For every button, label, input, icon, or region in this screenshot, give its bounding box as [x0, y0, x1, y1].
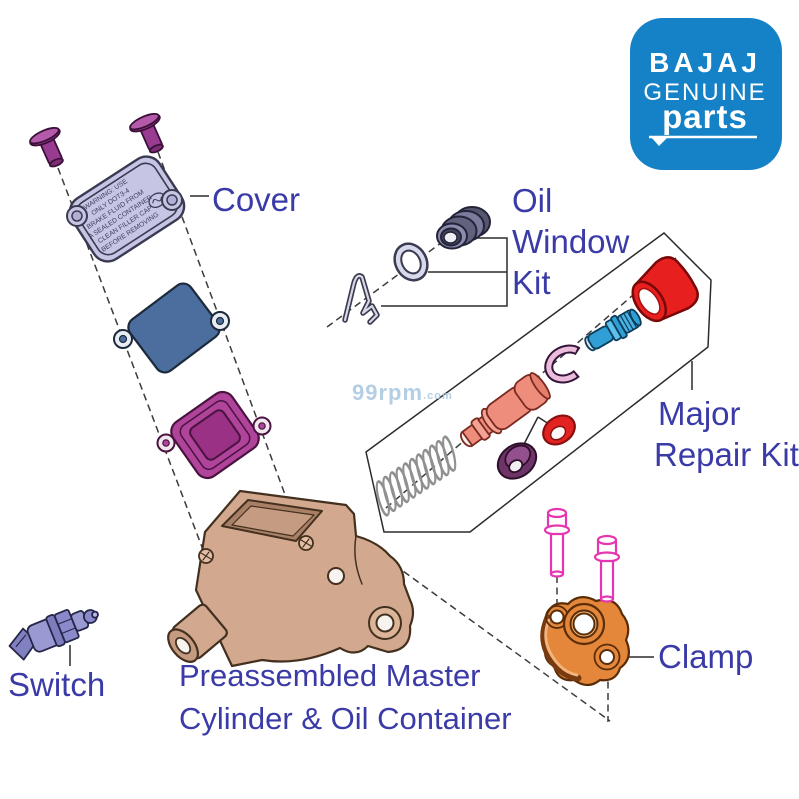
clamp-hole-left — [549, 609, 565, 625]
watermark: 99rpm.com — [352, 380, 453, 405]
master-cylinder — [167, 489, 415, 668]
label-clamp: Clamp — [658, 638, 753, 675]
clamp — [540, 596, 631, 687]
pivot-hole — [375, 613, 395, 633]
clamp-saddle-groove — [540, 614, 582, 682]
clamp-saddle-highlight — [544, 618, 579, 677]
part-labels: Cover Oil Window Kit Major Repair Kit Sw… — [8, 181, 799, 736]
label-kit: Kit — [512, 264, 551, 301]
logo-background — [630, 18, 782, 170]
label-switch: Switch — [8, 666, 105, 703]
cover-screw-left — [29, 126, 64, 168]
clamp-bolt-left — [543, 507, 571, 578]
label-major: Major — [658, 395, 741, 432]
label-master-line1: Preassembled Master — [179, 658, 481, 693]
clamp-mount-axis-diag — [384, 557, 611, 722]
bleed-bolt — [584, 308, 642, 352]
piston — [459, 372, 551, 448]
diaphragm — [156, 390, 272, 480]
reservoir-floor — [231, 505, 315, 537]
window-washer — [393, 242, 429, 282]
switch — [8, 609, 99, 661]
logo-brand: BAJAJ — [649, 47, 761, 78]
arm-contour — [354, 535, 363, 585]
bajaj-logo: BAJAJ GENUINE parts — [630, 18, 782, 170]
arm-hole — [327, 567, 345, 585]
logo-genuine: GENUINE — [643, 79, 766, 106]
screw-axis-right — [157, 151, 301, 536]
cover-holes — [66, 189, 183, 227]
plate — [113, 282, 230, 374]
clamp-boss-hole — [572, 612, 596, 636]
boot — [631, 256, 699, 323]
seal-ring — [542, 414, 576, 446]
clamp-hole-right — [599, 649, 615, 665]
oil-window-grommet — [436, 206, 491, 250]
retainer-clip — [342, 273, 380, 325]
cover-emblem-glyph — [152, 196, 162, 204]
label-master-line2: Cylinder & Oil Container — [179, 701, 512, 736]
logo-arrow-icon — [651, 137, 668, 146]
clamp-bolt-right — [593, 534, 621, 603]
outlet-tube — [167, 603, 228, 663]
label-window: Window — [512, 223, 630, 260]
label-oil: Oil — [512, 182, 552, 219]
label-repair-kit: Repair Kit — [654, 436, 799, 473]
clamp-hole-right-ring — [593, 643, 621, 671]
screw-boss-left-slot — [200, 551, 212, 561]
screw-boss-right-slot — [300, 538, 312, 548]
circlip — [544, 344, 588, 384]
logo-parts: parts — [662, 98, 748, 135]
master-cylinder-body — [194, 489, 415, 668]
label-cover: Cover — [212, 181, 300, 218]
spring — [375, 435, 457, 517]
cover: WARNING: USE ONLY DOT3-4 BRAKE FLUID FRO… — [68, 155, 186, 263]
seal-cup — [496, 442, 538, 480]
cover-screw-right — [129, 112, 164, 154]
major-repair-kit-boundary — [365, 232, 712, 533]
